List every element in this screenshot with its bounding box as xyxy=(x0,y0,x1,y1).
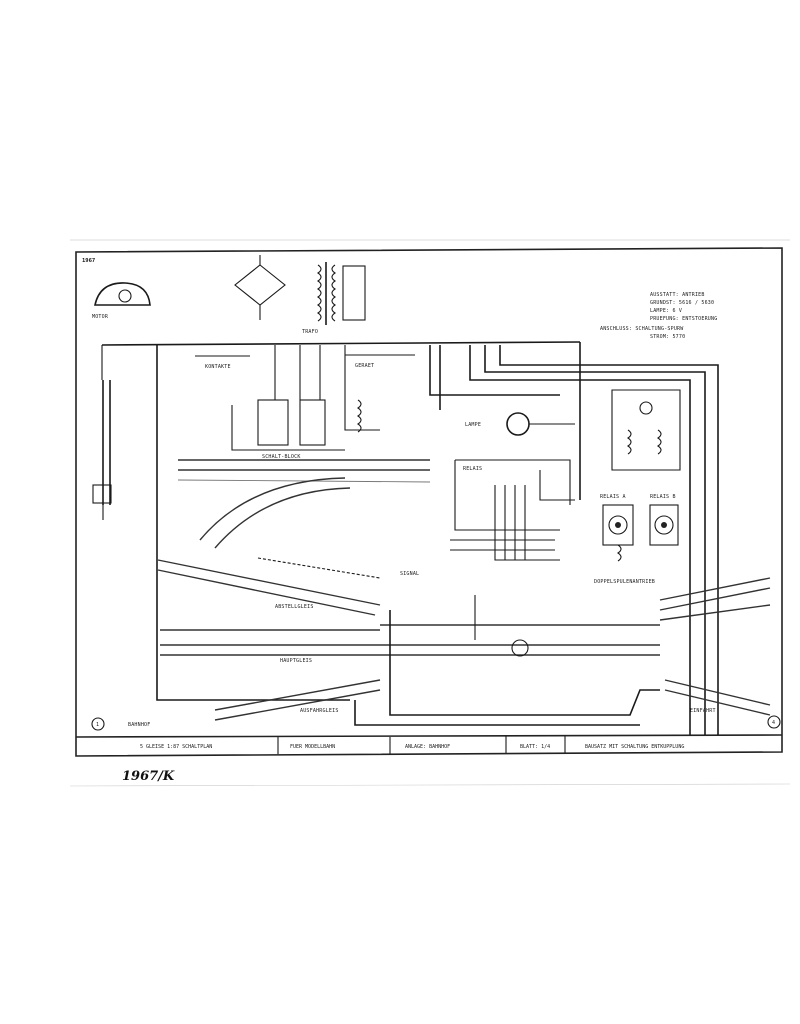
title-cell-5: BAUSATZ MIT SCHALTUNG ENTKUPPLUNG xyxy=(585,744,684,750)
main-tracks: ABSTELLGLEIS HAUPTGLEIS AUSFAHRGLEIS EIN… xyxy=(128,559,771,728)
lamp-detail xyxy=(611,389,681,471)
track-d-label: EINFAHRT xyxy=(690,708,716,714)
switch-block-label: SCHALT-BLOCK xyxy=(262,454,301,460)
title-cell-4: BLATT: 1/4 xyxy=(520,744,550,750)
sheet-marker-left-label: 1 xyxy=(96,722,99,728)
block-label: GERAET xyxy=(355,363,374,369)
rectifier-bridge xyxy=(234,255,286,320)
track-b-label: HAUPTGLEIS xyxy=(280,658,312,664)
signal-label: SIGNAL xyxy=(400,571,419,577)
relay-a-label: RELAIS A xyxy=(600,494,626,500)
drive-motor-label: LAMPE xyxy=(465,422,481,428)
sheet-marker-left: 1 xyxy=(91,717,105,731)
left-connector xyxy=(92,380,112,520)
title-cell-2: FUER MODELLBAHN xyxy=(290,744,335,750)
note-line-5: ANSCHLUSS: SCHALTUNG-SPURW xyxy=(600,326,684,332)
note-line-4: PRUEFUNG: ENTSTOERUNG xyxy=(650,316,717,322)
relay-b-symbol: RELAIS B xyxy=(649,494,679,546)
switch-block: SCHALT-BLOCK xyxy=(231,345,345,460)
transformer: TRAFO xyxy=(302,262,366,335)
sheet-marker-right: 4 xyxy=(767,715,781,729)
relay-contacts-label: RELAIS xyxy=(463,466,482,472)
title-cell-1: 5 GLEISE 1:87 SCHALTPLAN xyxy=(140,744,212,750)
notes-block: AUSSTATT: ANTRIEB GRUNDST: 5616 / 5630 L… xyxy=(600,292,717,340)
terminal-strip: KONTAKTE GERAET xyxy=(195,354,415,370)
sheet-marker-right-label: 4 xyxy=(772,720,775,726)
note-line-2: GRUNDST: 5616 / 5630 xyxy=(650,300,714,306)
return-loop xyxy=(389,610,660,716)
center-coil xyxy=(344,345,380,433)
right-bus-lines xyxy=(429,342,719,735)
transformer-label: TRAFO xyxy=(302,329,318,335)
note-line-6: STROM: 5770 xyxy=(650,334,685,340)
note-line-3: LAMPE: 6 V xyxy=(650,308,682,314)
archive-stamp: 1967/K xyxy=(122,769,175,784)
feed-line-left xyxy=(156,345,350,701)
dimension-line xyxy=(257,557,381,579)
upper-track xyxy=(177,459,431,549)
coil-label: DOPPELSPULENANTRIEB xyxy=(594,579,655,585)
relay-b-label: RELAIS B xyxy=(650,494,676,500)
relay-contacts: RELAIS xyxy=(450,459,575,561)
signal-lamp xyxy=(511,639,529,657)
note-line-1: AUSSTATT: ANTRIEB xyxy=(650,292,705,298)
title-block: 5 GLEISE 1:87 SCHALTPLAN FUER MODELLBAHN… xyxy=(140,736,684,754)
title-cell-3: ANLAGE: BAHNHOF xyxy=(405,744,450,750)
main-bus xyxy=(101,341,581,346)
drawing-frame xyxy=(75,247,783,757)
motor-label: MOTOR xyxy=(92,314,109,320)
return-loop-2 xyxy=(354,700,640,726)
motor-housing: MOTOR xyxy=(92,282,151,320)
scan-edge xyxy=(69,783,791,787)
drive-motor: LAMPE xyxy=(465,412,575,436)
track-a-label: ABSTELLGLEIS xyxy=(275,604,314,610)
track-c-label: AUSFAHRGLEIS xyxy=(300,708,339,714)
left-station-label: BAHNHOF xyxy=(128,722,150,728)
sheet-reference: 1967 xyxy=(82,258,95,264)
terminal-strip-label: KONTAKTE xyxy=(205,364,231,370)
relay-a-symbol: RELAIS A xyxy=(600,494,634,562)
